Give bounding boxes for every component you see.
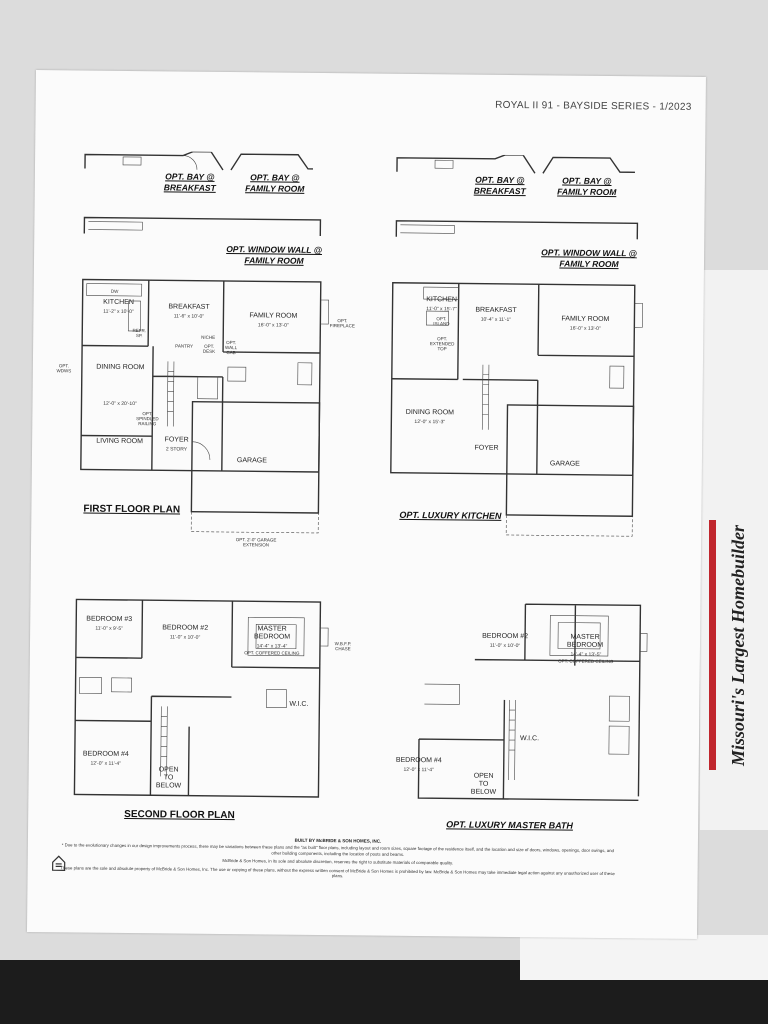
ff-foyer-sub: 2 STORY (165, 446, 188, 453)
sf-bed2-dim: 11'-0" x 10'-0" (169, 634, 201, 641)
ff-pantry: PANTRY (175, 343, 194, 349)
opt-bay-family-left: OPT. BAY @ FAMILY ROOM (245, 172, 305, 194)
lk-dining-dim: 12'-0" x 15'-3" (414, 418, 446, 426)
lk-opt-extended: OPT. EXTENDED TOP (429, 336, 455, 352)
luxury-kitchen-drawing (390, 282, 643, 537)
lk-family: FAMILY ROOM (561, 315, 610, 324)
lk-kitchen: KITCHEN (426, 296, 458, 304)
ff-dining-dim: 12'-0" x 20'-10" (103, 400, 137, 408)
luxury-kitchen-title: OPT. LUXURY KITCHEN (399, 509, 502, 521)
ff-opt-wall-cab: OPT. WALL CAB (225, 340, 238, 356)
ff-refr: REFR. SP. (132, 328, 147, 339)
brand-red-bar (709, 520, 716, 770)
lk-dining: DINING ROOM (405, 408, 455, 417)
opt-bay-family-right: OPT. BAY @ FAMILY ROOM (557, 175, 617, 198)
lb-bed2-dim: 11'-0" x 10'-0" (489, 642, 521, 650)
sf-bed2: BEDROOM #2 (162, 624, 209, 632)
opt-window-wall-strip-right (395, 220, 639, 240)
ff-opt-wdws: OPT. WDWS (56, 363, 72, 374)
lb-master-dim: 14'-4" x 13'-5" (570, 651, 602, 658)
ff-opt-desk: OPT. DESK (202, 343, 216, 354)
opt-bay-strip-left (84, 150, 313, 171)
luxury-bath-drawing (417, 603, 648, 802)
sf-bed3: BEDROOM #3 (86, 615, 133, 624)
first-floor-drawing (80, 278, 329, 534)
lb-coffered: OPT. COFFERED CEILING (558, 658, 614, 665)
lk-breakfast: BREAKFAST (475, 306, 517, 315)
ff-kitchen-dim: 11'-2" x 10'-0" (103, 308, 134, 316)
opt-bay-breakfast-left: OPT. BAY @ BREAKFAST (163, 171, 216, 193)
first-floor-title: FIRST FLOOR PLAN (83, 503, 181, 516)
lk-garage: GARAGE (549, 460, 580, 468)
opt-bay-breakfast-right: OPT. BAY @ BREAKFAST (473, 174, 526, 197)
ff-breakfast-dim: 11'-6" x 10'-0" (173, 313, 205, 320)
equal-housing-icon (52, 855, 66, 871)
lk-kitchen-dim: 11'-0" x 15'-7" (426, 306, 457, 313)
series-header: ROYAL II 91 - BAYSIDE SERIES - 1/2023 (495, 99, 692, 113)
opt-bay-strip-right (396, 154, 635, 174)
ff-living: LIVING ROOM (96, 437, 143, 446)
sf-bed4: BEDROOM #4 (82, 750, 129, 759)
opt-window-wall-left: OPT. WINDOW WALL @ FAMILY ROOM (226, 244, 323, 266)
sf-bed3-dim: 11'-0" x 9'-5" (95, 625, 123, 632)
ff-opt-fireplace: OPT. FIREPLACE (329, 318, 355, 329)
sf-bed4-dim: 12'-0" x 11'-4" (90, 760, 121, 767)
ff-breakfast: BREAKFAST (168, 303, 210, 311)
sf-wic: W.I.C. (289, 700, 309, 708)
sf-open: OPEN TO BELOW (155, 766, 182, 790)
lb-bed2: BEDROOM #2 (482, 632, 529, 641)
ff-family-dim: 16'-0" x 13'-0" (257, 322, 289, 329)
sf-coffered: OPT. COFFERED CEILING (244, 650, 300, 656)
sf-master-dim: 14'-4" x 13'-4" (256, 643, 288, 650)
ff-kitchen: KITCHEN (103, 298, 134, 307)
lb-bed4-dim: 12'-0" x 11'-4" (403, 766, 434, 774)
ff-opt-spindled: OPT. SPINDLED RAILING (136, 411, 159, 427)
luxury-bath-title: OPT. LUXURY MASTER BATH (446, 819, 574, 831)
sf-master: MASTER BEDROOM (253, 625, 291, 641)
ff-dw: DW (110, 288, 119, 294)
ff-garage: GARAGE (236, 457, 267, 465)
opt-window-wall-right: OPT. WINDOW WALL @ FAMILY ROOM (541, 247, 638, 270)
lk-breakfast-dim: 10'-4" x 11'-1" (480, 316, 512, 323)
second-floor-title: SECOND FLOOR PLAN (124, 808, 235, 822)
ff-garage-ext: OPT. 2'-0" GARAGE EXTENSION (235, 537, 277, 548)
ff-dining: DINING ROOM (96, 363, 145, 372)
lk-foyer: FOYER (474, 444, 499, 452)
background-card (520, 935, 768, 980)
lk-family-dim: 16'-0" x 13'-0" (569, 325, 601, 332)
sf-chase: W.B.F.P. CHASE (334, 641, 352, 652)
floor-plan-sheet: ROYAL II 91 - BAYSIDE SERIES - 1/2023 OP… (26, 70, 706, 939)
lb-wic: W.I.C. (519, 735, 540, 743)
opt-window-wall-strip-left (83, 216, 322, 236)
ff-foyer: FOYER (164, 436, 189, 444)
lk-opt-island: OPT. ISLAND (433, 316, 450, 327)
lb-master: MASTER BEDROOM (566, 633, 604, 649)
disclaimer-note-3: These plans are the sole and absolute pr… (60, 864, 615, 879)
lb-bed4: BEDROOM #4 (395, 756, 442, 765)
second-floor-drawing (73, 598, 329, 798)
ff-niche: NICHE (201, 334, 216, 340)
ff-family: FAMILY ROOM (249, 312, 298, 320)
brand-tagline: Missouri's Largest Homebuilder (728, 524, 748, 766)
lb-open: OPEN TO BELOW (470, 772, 497, 796)
disclaimer-footer: BUILT BY McBRIDE & SON HOMES, INC. * Due… (58, 835, 618, 884)
